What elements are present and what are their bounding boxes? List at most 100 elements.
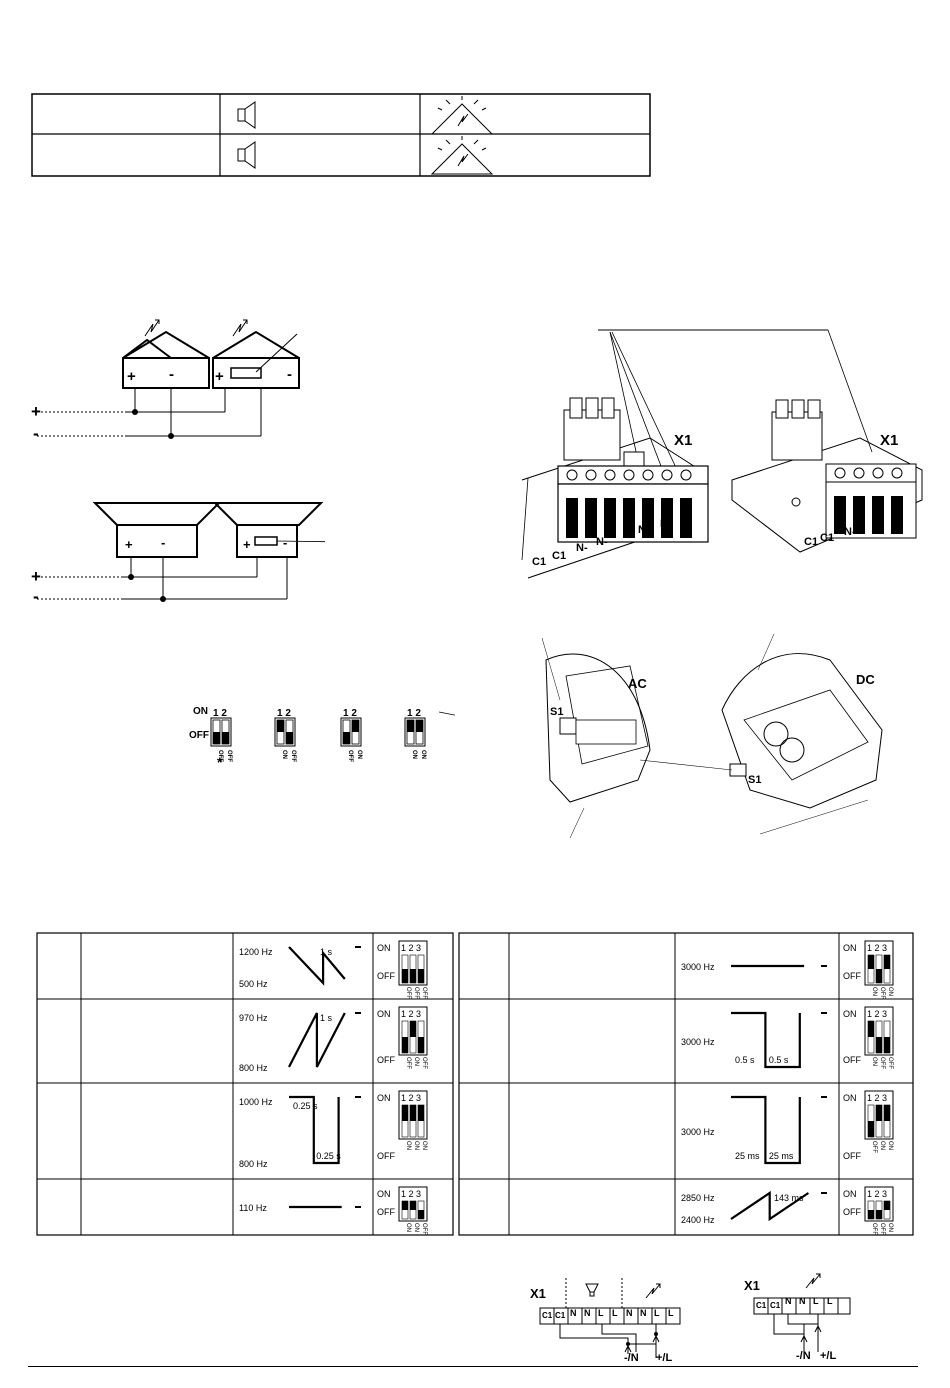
dip-switch-state: OFF xyxy=(290,750,296,762)
dip-switch-lever xyxy=(402,1105,408,1121)
frequency-high-label: 110 Hz xyxy=(239,1203,267,1213)
dip-switch-state: OFF xyxy=(879,987,885,999)
speaker-icon xyxy=(237,101,256,129)
frequency-high-label: 970 Hz xyxy=(239,1013,268,1023)
dip-switch-state: ON xyxy=(413,1223,419,1232)
frequency-low-label: 800 Hz xyxy=(239,1063,268,1073)
plus-label: + xyxy=(127,368,136,385)
dip-on-label: ON xyxy=(843,943,857,953)
dip-switch-numbers: 1 2 xyxy=(343,708,357,719)
dip-switch-state: ON xyxy=(879,1141,885,1150)
flashing-beacon-icon xyxy=(430,136,494,175)
period-label: 25 ms xyxy=(769,1151,794,1161)
frequency-high-label: 3000 Hz xyxy=(681,1127,715,1137)
supply-n-label: -/N xyxy=(796,1350,811,1362)
dip-switch-lever xyxy=(410,969,416,983)
frequency-high-label: 1200 Hz xyxy=(239,947,273,957)
dip-switch-lever xyxy=(884,1105,890,1121)
flash-icon xyxy=(805,1273,821,1289)
dip-switch-lever xyxy=(868,1210,874,1219)
frequency-low-label: 500 Hz xyxy=(239,979,268,989)
minus-label: - xyxy=(283,535,288,550)
dip-switch-lever xyxy=(418,969,424,983)
dip-switch-lever xyxy=(402,1037,408,1053)
period-label: 1 s xyxy=(320,1013,333,1023)
dip-switch-state: OFF xyxy=(871,1223,877,1235)
dip-switch-state: OFF xyxy=(405,1057,411,1069)
dip-switch-numbers: 1 2 3 xyxy=(867,943,887,953)
x1-label: X1 xyxy=(530,1286,546,1301)
dip-switch-lever xyxy=(286,732,293,744)
dip-switch-lever xyxy=(418,1210,424,1219)
n-label: N xyxy=(785,1296,792,1306)
dip-switch-state: OFF xyxy=(887,1057,893,1069)
dip-switch-state: ON xyxy=(356,750,362,759)
waveform-line xyxy=(731,1095,801,1165)
l-label: L xyxy=(668,1308,674,1318)
tone-row: 110 Hz xyxy=(239,1203,361,1213)
tone-row: 970 Hz 800 Hz 1 s xyxy=(239,1012,361,1073)
period-label: 1 s xyxy=(320,947,333,957)
dip-switch-state: OFF xyxy=(421,1223,427,1235)
dip-switch-numbers: 1 2 3 xyxy=(867,1189,887,1199)
dip-switch-state: OFF xyxy=(879,1223,885,1235)
period-label: 0.25 s xyxy=(316,1151,341,1161)
dip-switch-lever xyxy=(868,1021,874,1037)
frequency-high-label: 3000 Hz xyxy=(681,962,715,972)
n-minus-label: N- xyxy=(596,536,608,548)
c1-label: C1 xyxy=(756,1301,767,1310)
dip-switch-state: OFF xyxy=(226,750,232,762)
dip-off-label: OFF xyxy=(843,1055,861,1065)
dip-switch-state: ON xyxy=(871,987,877,996)
dip-switch-lever xyxy=(402,1201,408,1210)
dip-on-label: ON xyxy=(377,1189,391,1199)
supply-n-label: -/N xyxy=(624,1352,639,1364)
waveform-line xyxy=(731,1011,801,1069)
beacon-wiring-diagram: + - + - + - xyxy=(25,310,325,450)
speaker-icon xyxy=(237,141,256,169)
supply-minus-label: - xyxy=(33,424,39,443)
n-label: N xyxy=(584,1308,591,1318)
ac-label: AC xyxy=(628,676,647,691)
tone-row: 3000 Hz xyxy=(681,962,827,972)
supply-plus-label: + xyxy=(31,402,41,421)
dip-switch-state: ON xyxy=(421,1141,427,1150)
dip-switch-lever xyxy=(352,720,359,732)
dip-off-label: OFF xyxy=(843,1151,861,1161)
waveform-line xyxy=(288,1012,346,1068)
supply-plus-label: + xyxy=(31,567,41,586)
dip-switch-lever xyxy=(410,1021,416,1037)
dip-switch-numbers: 1 2 3 xyxy=(401,1189,421,1199)
frequency-low-label: 800 Hz xyxy=(239,1159,268,1169)
dip-switch-state: ON xyxy=(405,1223,411,1232)
waveform-line xyxy=(730,1190,810,1222)
dip-switch-lever xyxy=(410,1201,416,1210)
n-label: N xyxy=(570,1308,577,1318)
l-label: L xyxy=(612,1308,618,1318)
l-label: L xyxy=(827,1296,833,1306)
period-label: 0.25 s xyxy=(293,1101,318,1111)
frequency-low-label: 2400 Hz xyxy=(681,1215,715,1225)
dip-switch-state: ON xyxy=(871,1057,877,1066)
dip-switch-state: OFF xyxy=(217,750,223,762)
dip-switch-numbers: 1 2 xyxy=(407,708,421,719)
dip-switch-lever xyxy=(884,1201,890,1210)
dip-off-label: OFF xyxy=(189,730,209,741)
dip-on-label: ON xyxy=(193,706,208,717)
dip-on-label: ON xyxy=(843,1093,857,1103)
dip-switch-lever xyxy=(343,732,350,744)
dip-switch-state: ON xyxy=(411,750,417,759)
l-label: L xyxy=(813,1296,819,1306)
minus-label: - xyxy=(287,366,292,383)
c1-label: C1 xyxy=(555,1311,566,1320)
dip-off-label: OFF xyxy=(377,1055,395,1065)
